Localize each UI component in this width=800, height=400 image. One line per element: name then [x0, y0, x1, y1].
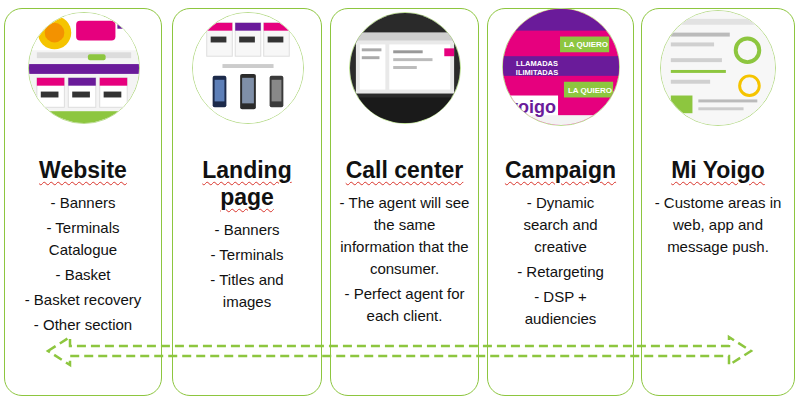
screenshot-text: yoigo — [505, 96, 559, 118]
feature-item: - The agent will see the same informatio… — [340, 192, 470, 280]
screenshot-text: LA QUIERO — [565, 85, 615, 97]
mi-yoigo-screenshot — [660, 10, 776, 126]
channel-title: Landing page — [192, 157, 302, 211]
feature-item: - Dynamic search and creative — [511, 192, 611, 258]
screenshot-text: LA QUIERO — [561, 39, 611, 51]
feature-item: - Banners — [17, 192, 149, 214]
flow-arrow — [48, 337, 751, 365]
feature-item: - Banners — [195, 219, 299, 241]
call-center-illustration — [350, 13, 460, 123]
mi-yoigo-illustration — [661, 11, 775, 125]
screenshot-text: LLAMADAS ILIMITADAS — [507, 59, 567, 77]
feature-item: - Titles and images — [195, 269, 299, 313]
landing-illustration — [193, 13, 303, 123]
feature-item: - Other section — [17, 314, 149, 336]
landing-screenshot — [192, 12, 304, 124]
feature-item: - DSP + audiencies — [511, 286, 611, 330]
feature-item: - Retargeting — [511, 261, 611, 283]
channel-title: Website — [8, 157, 158, 184]
feature-item: - Custome areas in web, app and message … — [650, 192, 786, 258]
website-illustration — [29, 13, 139, 123]
campaign-screenshot: LLAMADAS ILIMITADAS LA QUIERO LA QUIERO yoi… — [502, 8, 620, 126]
channel-title: Mi Yoigo — [643, 157, 793, 184]
website-screenshot — [28, 12, 140, 124]
channel-title: Call center — [332, 157, 477, 184]
feature-item: - Basket recovery — [17, 289, 149, 311]
feature-item: - Perfect agent for each client. — [340, 283, 470, 327]
feature-item: - Terminals — [195, 244, 299, 266]
feature-item: - Terminals Catalogue — [17, 217, 149, 261]
feature-item: - Basket — [17, 264, 149, 286]
channel-title: Campaign — [488, 157, 633, 184]
call-center-screenshot — [349, 12, 461, 124]
